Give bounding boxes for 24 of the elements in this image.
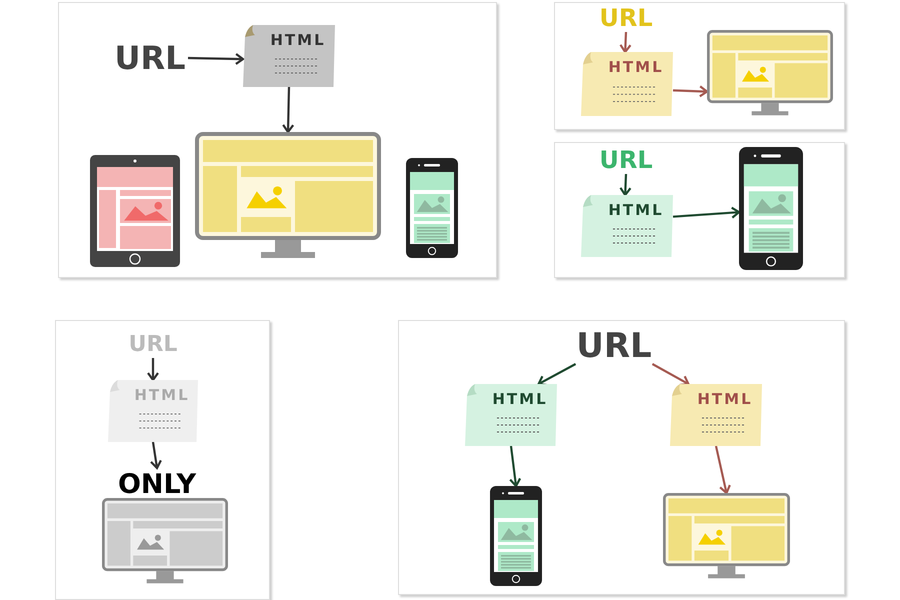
arrow <box>282 86 294 134</box>
document-title: HTML <box>133 387 191 404</box>
arrow <box>652 363 690 386</box>
document-title: HTML <box>269 32 327 48</box>
arrow <box>538 363 576 386</box>
label-text: URL <box>596 4 656 32</box>
label-text: URL <box>112 40 188 76</box>
arrow <box>619 32 632 54</box>
label-text: URL <box>574 326 654 366</box>
arrow <box>150 442 162 470</box>
label-text: ONLY <box>112 468 202 500</box>
label-text: URL <box>596 146 656 174</box>
document-title: HTML <box>607 202 665 218</box>
arrow <box>672 85 708 98</box>
document-title: HTML <box>491 391 549 408</box>
arrow <box>188 52 244 66</box>
arrow <box>146 358 160 382</box>
document-title: HTML <box>696 391 754 408</box>
arrow <box>619 174 632 196</box>
arrow <box>509 446 522 488</box>
arrow <box>714 446 731 494</box>
arrow <box>672 206 740 219</box>
label-text: URL <box>124 332 182 358</box>
document-title: HTML <box>607 59 665 76</box>
